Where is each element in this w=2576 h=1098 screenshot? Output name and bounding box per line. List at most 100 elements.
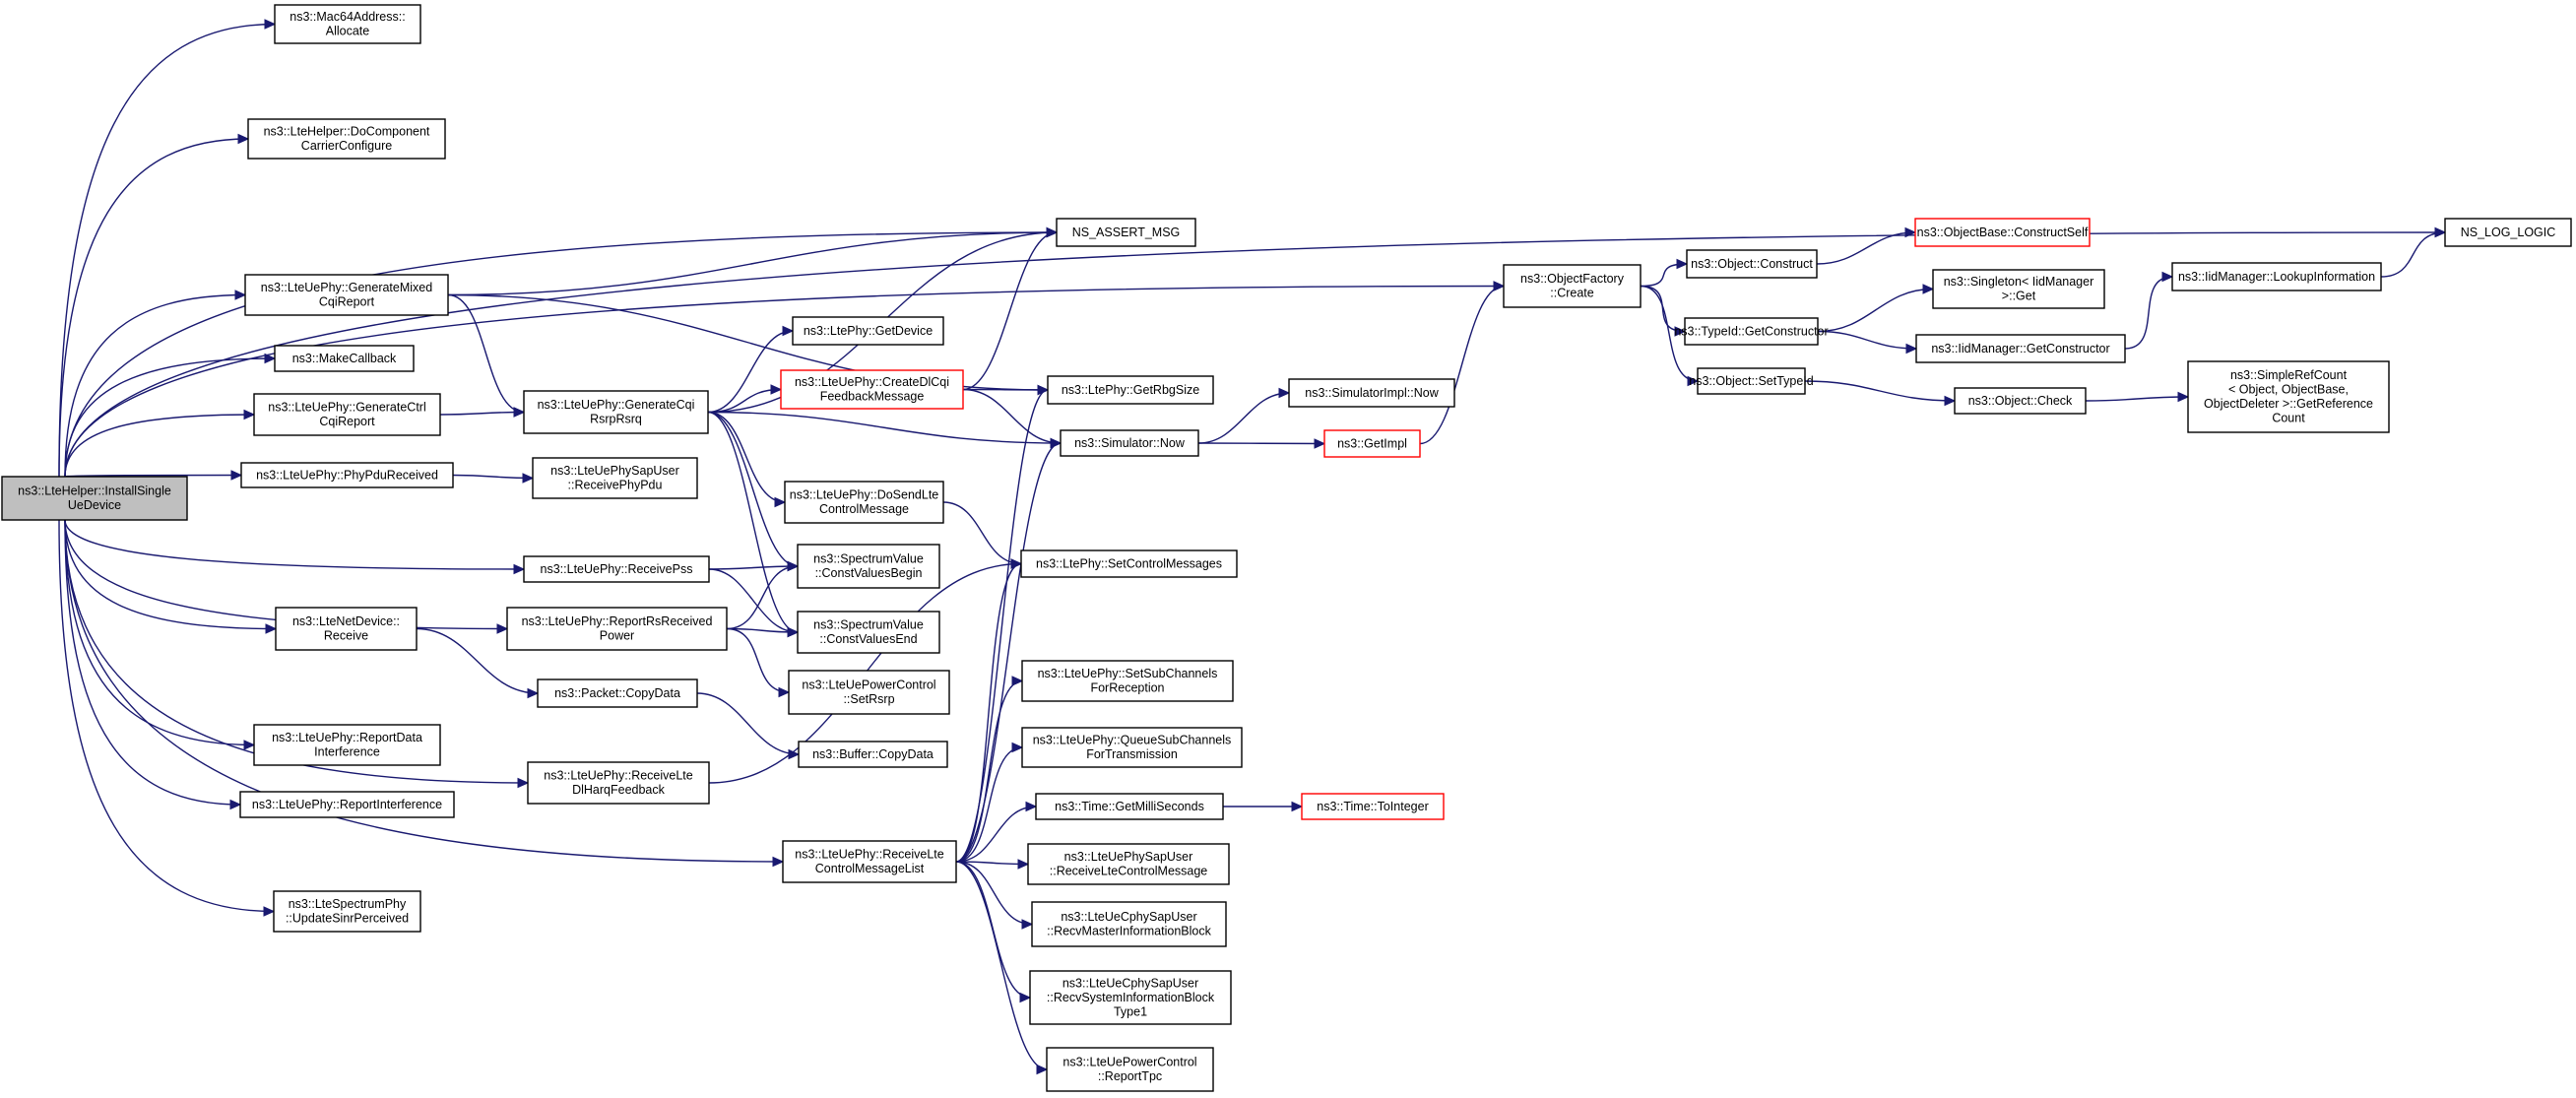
node-box[interactable] — [1686, 249, 1818, 279]
node-PhyPduReceived[interactable]: ns3::LteUePhy::PhyPduReceived — [240, 462, 454, 488]
node-Mac64Allocate[interactable]: ns3::Mac64Address::Allocate — [274, 4, 421, 44]
node-box[interactable] — [1047, 375, 1214, 405]
node-box[interactable] — [797, 611, 940, 654]
node-ConstValuesBegin[interactable]: ns3::SpectrumValue::ConstValuesBegin — [797, 544, 940, 589]
node-ObjectCheck[interactable]: ns3::Object::Check — [1954, 387, 2087, 415]
node-ReportTpc[interactable]: ns3::LteUePowerControl::ReportTpc — [1046, 1047, 1214, 1092]
node-box[interactable] — [1046, 1047, 1214, 1092]
node-box[interactable] — [2444, 218, 2572, 247]
node-box[interactable] — [788, 670, 950, 715]
node-box[interactable] — [1684, 317, 1819, 346]
node-box[interactable] — [1020, 549, 1238, 578]
node-SimulatorNow[interactable]: ns3::Simulator::Now — [1060, 429, 1199, 457]
node-DoComponentCarrierConfigure[interactable]: ns3::LteHelper::DoComponentCarrierConfig… — [247, 118, 446, 160]
node-TimeToInteger[interactable]: ns3::Time::ToInteger — [1301, 793, 1445, 820]
node-ObjectFactoryCreate[interactable]: ns3::ObjectFactory::Create — [1503, 264, 1642, 308]
node-box[interactable] — [527, 761, 710, 805]
node-UpdateSinrPerceived[interactable]: ns3::LteSpectrumPhy::UpdateSinrPerceived — [273, 890, 421, 933]
node-box[interactable] — [275, 607, 418, 651]
node-LookupInformation[interactable]: ns3::IidManager::LookupInformation — [2171, 262, 2382, 291]
node-box[interactable] — [792, 316, 944, 346]
node-SetSubChannelsForReception[interactable]: ns3::LteUePhy::SetSubChannelsForReceptio… — [1021, 660, 1234, 702]
node-box[interactable] — [253, 393, 441, 436]
node-box[interactable] — [523, 390, 709, 434]
node-ReceiveLteControlMessageList[interactable]: ns3::LteUePhy::ReceiveLteControlMessageL… — [782, 840, 957, 883]
node-box[interactable] — [1323, 429, 1421, 458]
node-box[interactable] — [1035, 793, 1224, 820]
node-box[interactable] — [273, 890, 421, 933]
node-LteNetDeviceReceive[interactable]: ns3::LteNetDevice::Receive — [275, 607, 418, 651]
node-IidManagerGetConstructor[interactable]: ns3::IidManager::GetConstructor — [1915, 334, 2126, 363]
node-box[interactable] — [2171, 262, 2382, 291]
node-ReceiveLteControlMessage[interactable]: ns3::LteUePhySapUser::ReceiveLteControlM… — [1027, 843, 1230, 885]
node-PacketCopyData[interactable]: ns3::Packet::CopyData — [537, 678, 698, 708]
node-box[interactable] — [1697, 367, 1806, 395]
node-ConstValuesEnd[interactable]: ns3::SpectrumValue::ConstValuesEnd — [797, 611, 940, 654]
node-GetImpl[interactable]: ns3::GetImpl — [1323, 429, 1421, 458]
node-SingletonGet[interactable]: ns3::Singleton< IidManager >::Get — [1932, 269, 2105, 309]
node-box[interactable] — [1027, 843, 1230, 885]
node-ReportInterference[interactable]: ns3::LteUePhy::ReportInterference — [239, 791, 455, 818]
node-box[interactable] — [1021, 660, 1234, 702]
node-box[interactable] — [274, 345, 415, 372]
node-TypeIdGetConstructor[interactable]: ns3::TypeId::GetConstructor — [1674, 317, 1829, 346]
node-box[interactable] — [1031, 901, 1227, 947]
node-box[interactable] — [506, 607, 728, 651]
node-CreateDlCqiFeedbackMessage[interactable]: ns3::LteUePhy::CreateDlCqiFeedbackMessag… — [780, 369, 964, 410]
node-box[interactable] — [1060, 429, 1199, 457]
node-box[interactable] — [240, 462, 454, 488]
node-box[interactable] — [1932, 269, 2105, 309]
node-box[interactable] — [1288, 378, 1455, 408]
node-QueueSubChannelsForTransmission[interactable]: ns3::LteUePhy::QueueSubChannelsForTransm… — [1021, 727, 1243, 768]
node-ReceivePhyPdu[interactable]: ns3::LteUePhySapUser::ReceivePhyPdu — [532, 457, 698, 499]
node-box[interactable] — [523, 555, 710, 583]
node-box[interactable] — [1029, 970, 1232, 1025]
node-box[interactable] — [1301, 793, 1445, 820]
node-box[interactable] — [1954, 387, 2087, 415]
node-ObjectConstruct[interactable]: ns3::Object::Construct — [1686, 249, 1818, 279]
node-box[interactable] — [782, 840, 957, 883]
node-box[interactable] — [784, 481, 944, 524]
node-box[interactable] — [239, 791, 455, 818]
node-SetControlMessages[interactable]: ns3::LtePhy::SetControlMessages — [1020, 549, 1238, 578]
node-RecvMasterInformationBlock[interactable]: ns3::LteUeCphySapUser::RecvMasterInforma… — [1031, 901, 1227, 947]
node-ObjectSetTypeId[interactable]: ns3::Object::SetTypeId — [1689, 367, 1814, 395]
node-ReceivePss[interactable]: ns3::LteUePhy::ReceivePss — [523, 555, 710, 583]
node-box[interactable] — [1915, 334, 2126, 363]
node-box[interactable] — [247, 118, 446, 160]
node-box[interactable] — [1056, 218, 1196, 247]
node-box[interactable] — [537, 678, 698, 708]
node-GetRbgSize[interactable]: ns3::LtePhy::GetRbgSize — [1047, 375, 1214, 405]
node-box[interactable] — [2187, 360, 2390, 433]
node-SimulatorImplNow[interactable]: ns3::SimulatorImpl::Now — [1288, 378, 1455, 408]
node-ConstructSelf[interactable]: ns3::ObjectBase::ConstructSelf — [1914, 218, 2091, 247]
node-box[interactable] — [798, 741, 948, 768]
node-LtePhyGetDevice[interactable]: ns3::LtePhy::GetDevice — [792, 316, 944, 346]
node-SetRsrp[interactable]: ns3::LteUePowerControl::SetRsrp — [788, 670, 950, 715]
node-GetMilliSeconds[interactable]: ns3::Time::GetMilliSeconds — [1035, 793, 1224, 820]
node-GetReferenceCount[interactable]: ns3::SimpleRefCount< Object, ObjectBase,… — [2187, 360, 2390, 433]
node-box[interactable] — [253, 724, 441, 766]
node-box[interactable] — [1503, 264, 1642, 308]
node-MakeCallback[interactable]: ns3::MakeCallback — [274, 345, 415, 372]
node-box[interactable] — [244, 274, 449, 316]
node-box[interactable] — [532, 457, 698, 499]
node-box[interactable] — [1914, 218, 2091, 247]
node-box[interactable] — [1, 476, 188, 521]
node-box[interactable] — [797, 544, 940, 589]
node-BufferCopyData[interactable]: ns3::Buffer::CopyData — [798, 741, 948, 768]
node-RecvSystemInformationBlockType1[interactable]: ns3::LteUeCphySapUser::RecvSystemInforma… — [1029, 970, 1232, 1025]
node-box[interactable] — [780, 369, 964, 410]
node-box[interactable] — [1021, 727, 1243, 768]
node-box[interactable] — [274, 4, 421, 44]
node-NS_LOG_LOGIC[interactable]: NS_LOG_LOGIC — [2444, 218, 2572, 247]
node-NS_ASSERT_MSG[interactable]: NS_ASSERT_MSG — [1056, 218, 1196, 247]
